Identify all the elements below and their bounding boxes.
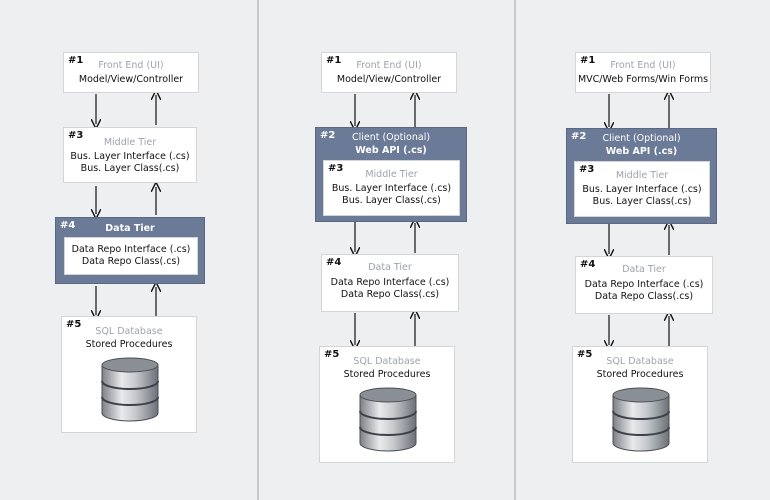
panel-divider — [514, 0, 516, 500]
tier-title: Front End (UI) — [98, 60, 164, 71]
tier-number: #2 — [320, 130, 336, 141]
tier-line: MVC/Web Forms/Win Forms — [577, 74, 709, 85]
tier-number: #3 — [579, 164, 595, 175]
tier-line: Bus. Layer Interface (.cs) — [582, 184, 702, 195]
tier-line: Data Repo Class(.cs) — [340, 289, 440, 300]
front-end-box: #1 Front End (UI) Model/View/Controller — [321, 52, 457, 93]
tier-title: Data Tier — [622, 264, 666, 275]
tier-title: Data Tier — [368, 262, 412, 273]
data-tier-box: #4 Data Tier Data Repo Interface (.cs) D… — [55, 217, 205, 284]
tier-line: Bus. Layer Interface (.cs) — [70, 151, 190, 162]
tier-line: Model/View/Controller — [336, 74, 442, 85]
tier-line: Data Repo Interface (.cs) — [71, 244, 191, 255]
tier-number: #4 — [60, 220, 76, 231]
tier-title: SQL Database — [606, 356, 674, 367]
tier-number: #3 — [328, 163, 344, 174]
tier-title: SQL Database — [353, 356, 421, 367]
tier-number: #5 — [66, 319, 82, 330]
tier-title: Front End (UI) — [356, 60, 422, 71]
tier-number: #1 — [68, 55, 84, 66]
client-box: #2 Client (Optional) Web API (.cs) #3 Mi… — [566, 128, 717, 224]
panel-divider — [257, 0, 259, 500]
tier-number: #1 — [326, 55, 342, 66]
tier-line: Bus. Layer Class(.cs) — [80, 163, 180, 174]
tier-line: Model/View/Controller — [78, 74, 184, 85]
tier-title: Middle Tier — [615, 170, 669, 181]
tier-number: #2 — [571, 131, 587, 142]
database-icon — [359, 387, 417, 452]
database-icon — [612, 387, 670, 452]
tier-line: Data Repo Interface (.cs) — [330, 277, 450, 288]
database-box: #5 SQL Database Stored Procedures — [572, 346, 708, 463]
tier-title: Data Tier — [105, 223, 155, 234]
database-box: #5 SQL Database Stored Procedures — [319, 346, 455, 463]
tier-number: #4 — [326, 257, 342, 268]
tier-title: Client (Optional) — [351, 132, 431, 143]
tier-title: Middle Tier — [365, 169, 418, 180]
tier-line: Data Repo Class(.cs) — [81, 256, 181, 267]
data-tier-inner: Data Repo Interface (.cs) Data Repo Clas… — [64, 237, 198, 275]
tier-number: #5 — [577, 349, 593, 360]
database-icon — [101, 357, 159, 422]
tier-line: Stored Procedures — [85, 339, 173, 350]
tier-line: Stored Procedures — [343, 369, 431, 380]
tier-line: Data Repo Interface (.cs) — [584, 279, 704, 290]
tier-title: Client (Optional) — [602, 133, 681, 144]
tier-number: #1 — [580, 55, 596, 66]
tier-line: Bus. Layer Interface (.cs) — [331, 183, 452, 194]
tier-line: Bus. Layer Class(.cs) — [592, 196, 692, 207]
front-end-box: #1 Front End (UI) MVC/Web Forms/Win Form… — [575, 52, 711, 93]
tier-number: #5 — [324, 349, 340, 360]
tier-line: Data Repo Class(.cs) — [594, 291, 694, 302]
tier-line: Bus. Layer Class(.cs) — [342, 195, 441, 206]
data-tier-box: #4 Data Tier Data Repo Interface (.cs) D… — [575, 256, 713, 314]
tier-title: Middle Tier — [103, 137, 157, 148]
tier-number: #4 — [580, 259, 596, 270]
front-end-box: #1 Front End (UI) Model/View/Controller — [63, 52, 199, 93]
tier-title: Front End (UI) — [610, 60, 676, 71]
tier-line: Stored Procedures — [596, 369, 684, 380]
tier-title: SQL Database — [95, 326, 163, 337]
middle-tier-box: #3 Middle Tier Bus. Layer Interface (.cs… — [574, 161, 710, 217]
tier-number: #3 — [68, 130, 84, 141]
middle-tier-box: #3 Middle Tier Bus. Layer Interface (.cs… — [63, 127, 197, 183]
database-box: #5 SQL Database Stored Procedures — [61, 316, 197, 433]
client-box: #2 Client (Optional) Web API (.cs) #3 Mi… — [315, 127, 467, 222]
data-tier-box: #4 Data Tier Data Repo Interface (.cs) D… — [321, 254, 459, 312]
tier-line: Web API (.cs) — [605, 146, 678, 157]
tier-line: Web API (.cs) — [355, 145, 427, 156]
middle-tier-box: #3 Middle Tier Bus. Layer Interface (.cs… — [323, 160, 460, 216]
